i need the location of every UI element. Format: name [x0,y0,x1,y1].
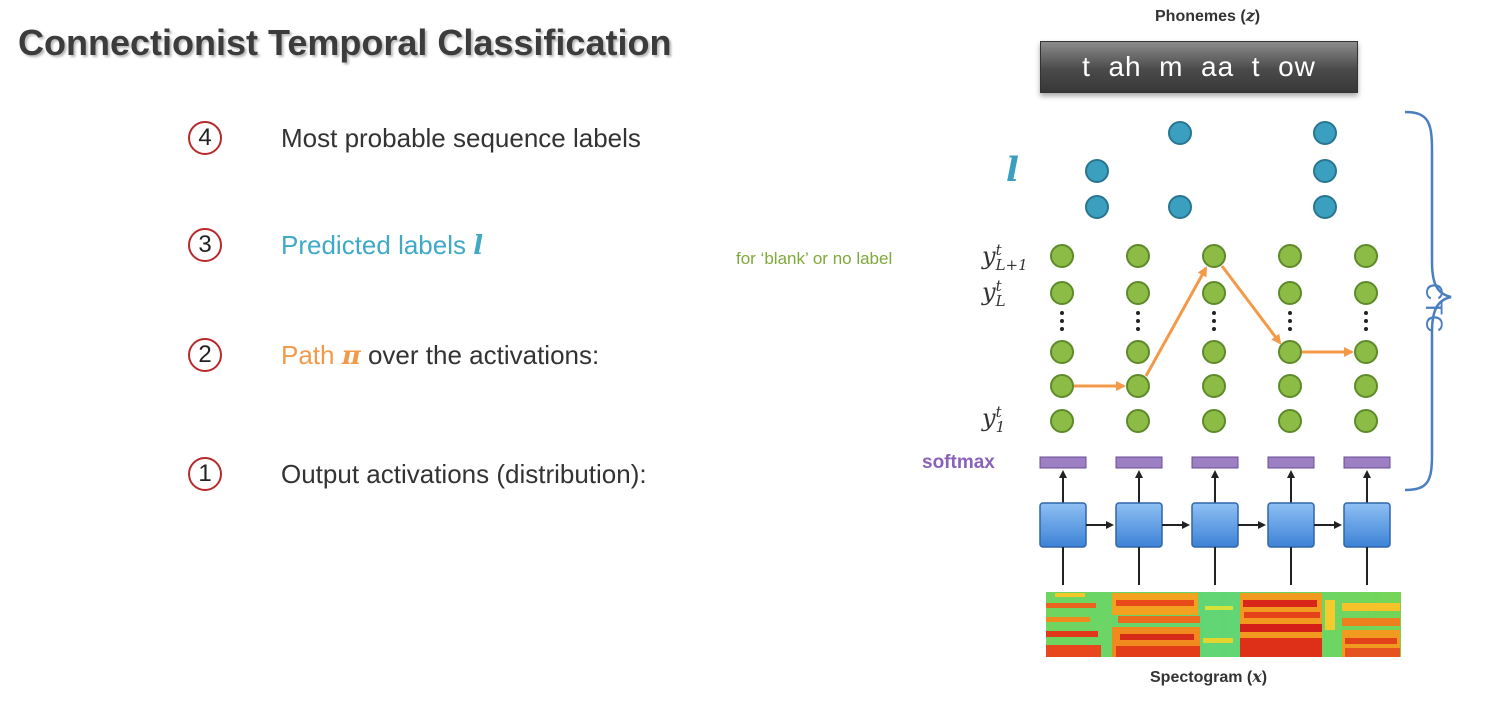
softmax-bar [1039,456,1087,469]
activation-node [1050,374,1074,398]
phoneme-sequence-box: t ah m aa t ow [1040,41,1358,93]
activation-node [1202,409,1226,433]
cell-to-softmax-arrows [1059,470,1371,503]
label-node [1313,159,1337,183]
rnn-cell [1115,502,1163,548]
ctc-label: CTC [1420,283,1447,333]
label-symbol: l [1006,150,1019,190]
activation-node [1202,281,1226,305]
step-text-1: Output activations (distribution): [281,459,647,489]
activation-node [1050,281,1074,305]
rnn-cell [1191,502,1239,548]
softmax-bar [1267,456,1315,469]
step-number-2: 2 [188,338,222,372]
label-node [1168,195,1192,219]
rnn-cell [1039,502,1087,548]
step-text-2: Path π over the activations: [281,340,599,371]
activation-node [1354,244,1378,268]
ellipsis-dots [1060,311,1368,331]
activation-node [1126,409,1150,433]
activation-node [1354,340,1378,364]
path-word: Path [281,340,342,370]
predicted-labels-text: Predicted labels [281,230,474,260]
spectrogram [1046,592,1401,657]
activation-node [1050,340,1074,364]
activation-node [1354,374,1378,398]
rnn-cell [1267,502,1315,548]
step-number-4: 4 [188,121,222,155]
ctc-brace [1404,110,1452,492]
activation-node [1278,340,1302,364]
path-symbol: π [341,341,361,371]
activation-node [1278,281,1302,305]
phoneme-sequence: t ah m aa t ow [1082,51,1316,82]
blank-note: for ‘blank’ or no label [736,249,893,268]
label-nodes [1085,121,1337,219]
activation-node [1278,244,1302,268]
activation-node [1202,244,1226,268]
label-node [1313,195,1337,219]
softmax-bars [1039,456,1391,469]
activation-node [1202,340,1226,364]
step-number-1: 1 [188,457,222,491]
label-node [1168,121,1192,145]
softmax-label: softmax [922,452,995,473]
activation-node [1126,340,1150,364]
activation-node [1050,244,1074,268]
label-node [1085,195,1109,219]
path-suffix: over the activations: [360,340,600,370]
softmax-bar [1191,456,1239,469]
rnn-cells [1039,502,1391,548]
input-lines [1062,547,1368,585]
step-text-4: Most probable sequence labels [281,123,641,153]
path-arrows [1074,265,1354,391]
step-text-3: Predicted labels l [281,230,483,261]
step-number-3: 3 [188,228,222,262]
activation-node [1278,374,1302,398]
activation-node [1354,281,1378,305]
predicted-labels-symbol: l [473,231,484,261]
activation-node [1202,374,1226,398]
phonemes-caption: Phonemes (z) [1155,6,1261,25]
softmax-bar [1343,456,1391,469]
activation-node [1050,409,1074,433]
activation-node [1126,281,1150,305]
label-node [1085,159,1109,183]
activation-node [1354,409,1378,433]
page-title: Connectionist Temporal Classification [18,22,672,63]
rnn-cell [1343,502,1391,548]
label-node [1313,121,1337,145]
activation-node [1278,409,1302,433]
spectrogram-caption: Spectogram (x) [1150,667,1268,686]
softmax-bar [1115,456,1163,469]
activation-nodes [1050,244,1378,433]
activation-node [1126,374,1150,398]
activation-node [1126,244,1150,268]
